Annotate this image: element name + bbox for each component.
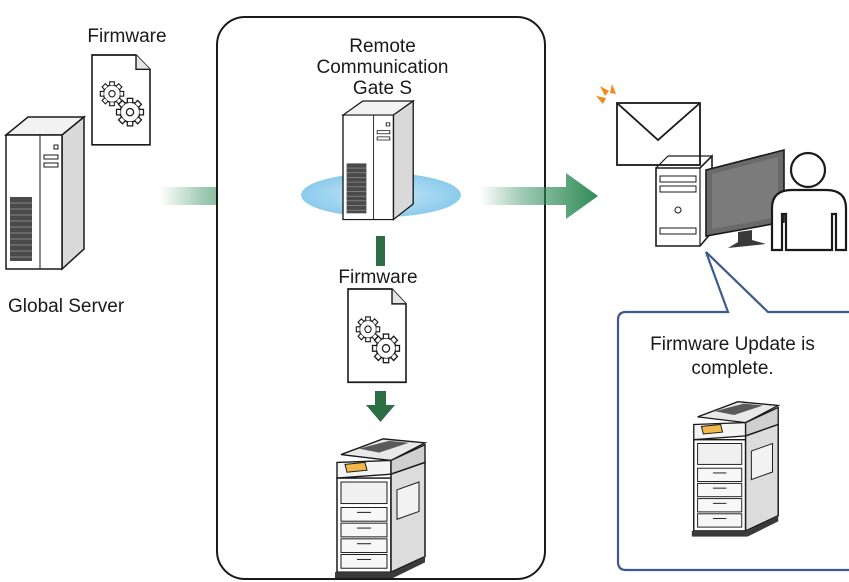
update-complete-message: Firmware Update is complete. [630,333,835,381]
firmware-document-middle-icon [348,289,406,382]
update-message-line2: complete. [691,358,774,379]
down-connector [376,236,385,266]
rcg-label: Remote Communication Gate S [300,36,465,99]
update-message-line1: Firmware Update is [650,334,815,355]
user-icon [770,151,848,252]
monitor-icon [705,148,785,248]
rcg-label-line2: Communication [316,57,449,78]
firmware-label-left: Firmware [87,26,167,47]
notification-spark-icon [596,84,616,104]
global-server-label: Global Server [8,296,125,317]
flow-arrow-2 [480,173,598,219]
down-arrow [366,391,395,422]
rcg-server-icon [342,100,414,221]
global-server-icon [5,116,85,270]
firmware-document-left-icon [92,55,150,145]
envelope-icon [616,102,701,166]
rcg-label-line1: Remote [349,36,416,57]
firmware-label-middle: Firmware [338,267,418,288]
rcg-label-line3: Gate S [352,78,413,99]
desktop-pc-icon [655,154,713,247]
